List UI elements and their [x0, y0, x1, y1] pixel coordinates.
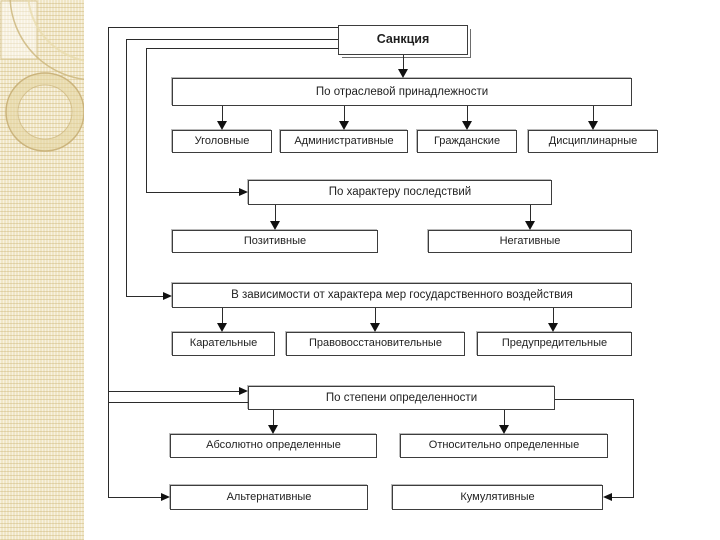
node-alternative: Альтернативные [170, 485, 368, 510]
node-disciplinary: Дисциплинарные [528, 130, 658, 153]
arrowhead-root-to-industry [398, 69, 408, 78]
node-criminal: Уголовные [172, 130, 272, 153]
arrowhead-trunk2-to-measures [163, 291, 172, 300]
connector-certainty-absolute [273, 410, 274, 426]
arrowhead-industry-criminal [217, 121, 227, 130]
connector-certainty-relative [504, 410, 505, 426]
node-branch-certainty: По степени определенности [248, 386, 555, 410]
decorative-side-strip [0, 0, 84, 540]
connector-trunk3-vertical [146, 48, 147, 193]
connector-measures-restorative [375, 308, 376, 324]
connector-measures-punitive [222, 308, 223, 324]
connector-rail-vertical [633, 399, 634, 498]
node-administrative: Административные [280, 130, 408, 153]
connector-trunk1-vertical [108, 27, 109, 498]
connector-rail-top [555, 399, 633, 400]
connector-trunk1-to-alternative [108, 497, 161, 498]
arrowhead-industry-disciplinary [588, 121, 598, 130]
node-branch-state-measures: В зависимости от характера мер государст… [172, 283, 632, 308]
connector-trunk2-vertical [126, 39, 127, 297]
node-branch-consequences: По характеру последствий [248, 180, 552, 205]
node-preventive: Предупредительные [477, 332, 632, 356]
arrowhead-certainty-relative [499, 425, 509, 434]
connector-industry-disciplinary [593, 106, 594, 122]
arrowhead-rail-to-cumulative [603, 492, 612, 501]
arrowhead-trunk3-to-consequences [239, 187, 248, 196]
connector-consequences-positive [275, 205, 276, 222]
node-positive: Позитивные [172, 230, 378, 253]
node-punitive: Карательные [172, 332, 275, 356]
connector-trunk3-top [146, 48, 338, 49]
node-absolutely-determined: Абсолютно определенные [170, 434, 377, 458]
arrowhead-measures-restorative [370, 323, 380, 332]
node-negative: Негативные [428, 230, 632, 253]
node-cumulative: Кумулятивные [392, 485, 603, 510]
node-branch-industry: По отраслевой принадлежности [172, 78, 632, 106]
connector-industry-criminal [222, 106, 223, 122]
connector-trunk1-top [108, 27, 338, 28]
connector-root-to-industry [403, 55, 404, 70]
connector-trunk2-top [126, 39, 338, 40]
arrowhead-industry-civil [462, 121, 472, 130]
strip-ornament-circles [0, 0, 84, 152]
node-sanction: Санкция [338, 25, 471, 58]
connector-trunk3-to-consequences [146, 192, 239, 193]
arrowhead-trunk1-to-certainty [239, 386, 248, 395]
node-relatively-determined: Относительно определенные [400, 434, 608, 458]
node-civil: Гражданские [417, 130, 517, 153]
connector-trunk2-to-measures [126, 296, 163, 297]
connector-measures-preventive [553, 308, 554, 324]
node-restorative: Правовосстановительные [286, 332, 465, 356]
connector-industry-administrative [344, 106, 345, 122]
connector-trunk1-to-certainty [108, 391, 239, 392]
arrowhead-industry-administrative [339, 121, 349, 130]
arrowhead-measures-preventive [548, 323, 558, 332]
connector-trunk1-under-certainty [108, 402, 248, 403]
arrowhead-certainty-absolute [268, 425, 278, 434]
arrowhead-consequences-negative [525, 221, 535, 230]
connector-consequences-negative [530, 205, 531, 222]
arrowhead-measures-punitive [217, 323, 227, 332]
arrowhead-trunk1-to-alternative [161, 492, 170, 501]
connector-rail-to-cumulative [612, 497, 634, 498]
arrowhead-consequences-positive [270, 221, 280, 230]
connector-industry-civil [467, 106, 468, 122]
